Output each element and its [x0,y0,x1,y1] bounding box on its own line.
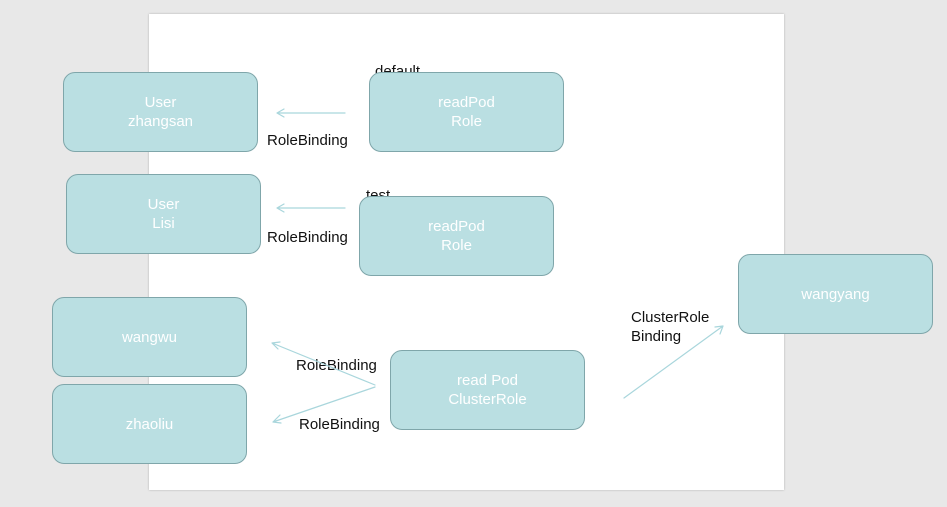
wangwu-node: wangwu [52,297,247,377]
zhaoliu-line1: zhaoliu [125,415,174,433]
user-zhangsan-node: User zhangsan [63,72,258,152]
wangwu-line1: wangwu [121,328,178,346]
rolebinding-label-3: RoleBinding [296,357,377,374]
role-default-line1: readPod [438,94,495,111]
clusterrole-line1: read Pod [457,372,518,389]
role-test-line1: readPod [428,218,485,235]
user-lisi-line1: User [147,196,180,213]
role-default-line2: Role [451,113,482,130]
rolebinding-label-1: RoleBinding [267,132,348,149]
clusterrole-node: read Pod ClusterRole [390,350,585,430]
role-test-node: readPod Role [359,196,554,276]
zhaoliu-node: zhaoliu [52,384,247,464]
rolebinding-label-4: RoleBinding [299,416,380,433]
role-test-line2: Role [441,237,472,254]
rolebinding-label-2: RoleBinding [267,229,348,246]
user-zhangsan-line2: zhangsan [127,113,194,130]
wangyang-node: wangyang [738,254,933,334]
user-lisi-line2: Lisi [152,215,175,232]
clusterrolebinding-label: ClusterRole Binding [631,308,709,346]
wangyang-line1: wangyang [801,285,870,303]
clusterrolebinding-label-line2: Binding [631,328,682,345]
user-zhangsan-line1: User [144,94,177,111]
clusterrolebinding-label-line1: ClusterRole [631,309,710,326]
role-default-node: readPod Role [369,72,564,152]
clusterrole-line2: ClusterRole [448,391,527,408]
user-lisi-node: User Lisi [66,174,261,254]
